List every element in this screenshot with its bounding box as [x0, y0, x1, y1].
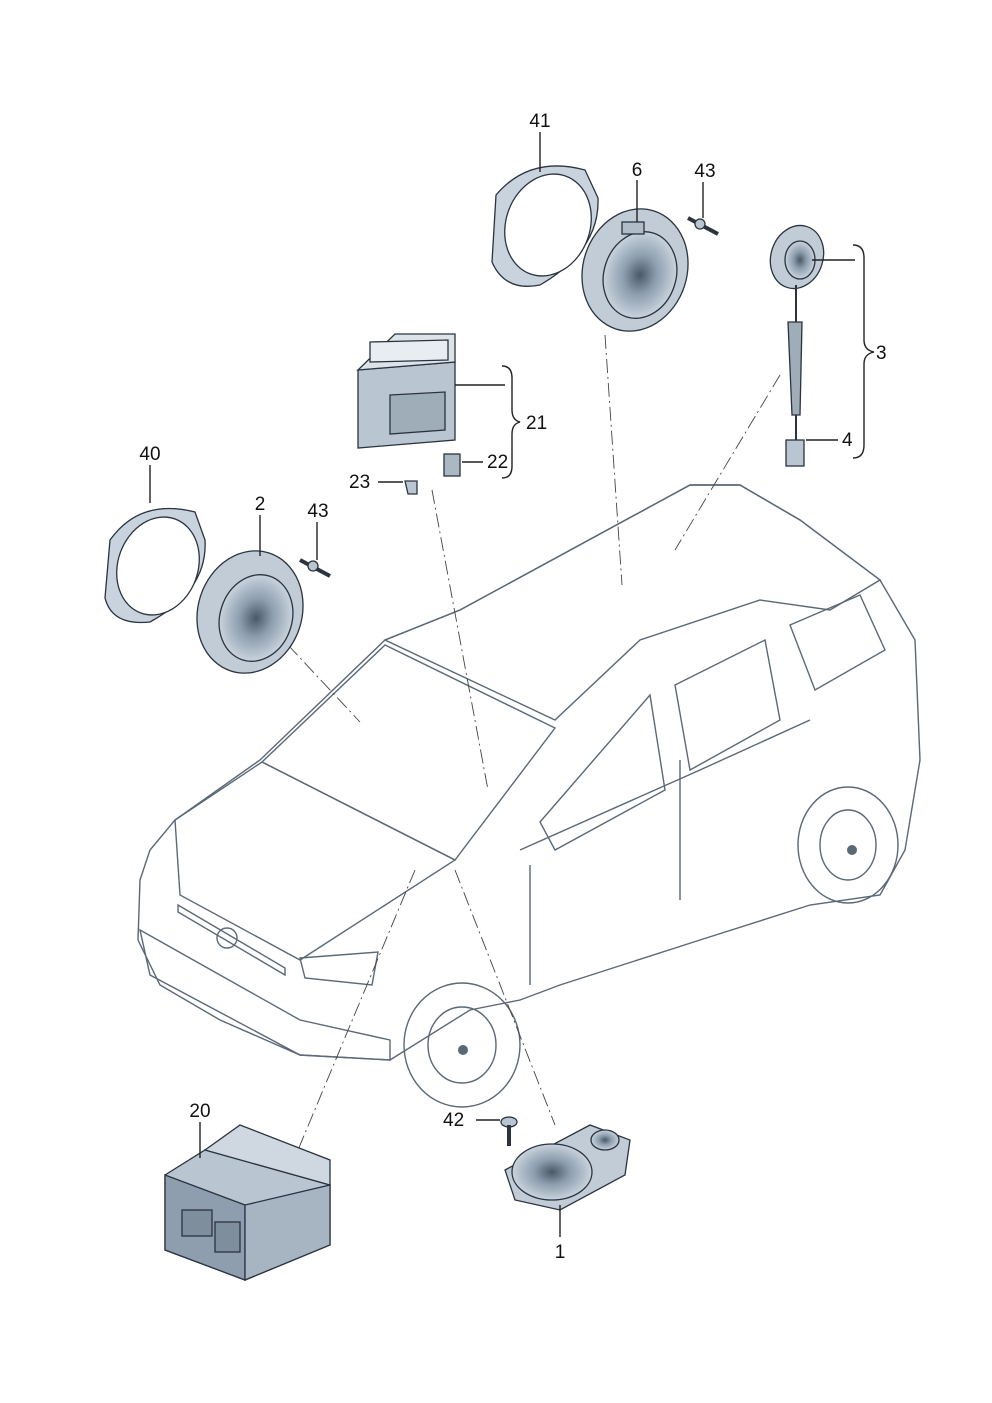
callout-21: 21 [526, 413, 547, 434]
part-4-connector [785, 439, 805, 467]
callout-43-left: 43 [307, 501, 328, 522]
part-21-control-unit [356, 333, 521, 495]
callout-6: 6 [632, 160, 643, 181]
part-20-box [164, 1122, 331, 1281]
part-22-connector [443, 453, 461, 477]
car-hood [174, 761, 457, 961]
car-rear-side-window [674, 638, 781, 772]
car-windscreen [260, 644, 557, 861]
part-43-screw-top [687, 182, 719, 236]
callout-4: 4 [842, 430, 853, 451]
part-43-screw-left [299, 522, 331, 578]
car-front-side-window [539, 693, 666, 851]
car-roof [383, 484, 882, 721]
callout-2: 2 [255, 494, 266, 515]
callout-40: 40 [139, 444, 160, 465]
car-headlight [299, 951, 379, 986]
part-42-screw [476, 1116, 518, 1146]
callout-1: 1 [555, 1242, 566, 1263]
car-front-wheel [403, 982, 521, 1108]
part-23-clip [404, 480, 418, 495]
callout-22: 22 [487, 452, 508, 473]
vw-logo-icon [216, 927, 238, 949]
car-quarter-window [789, 594, 886, 692]
car-rear-wheel [797, 786, 899, 904]
part-6-speaker [581, 180, 689, 332]
vehicle-illustration [137, 484, 921, 1108]
callout-labels: 41 6 43 3 4 21 22 23 40 2 43 20 42 1 [139, 111, 886, 1263]
callout-3: 3 [876, 343, 887, 364]
callout-43-top: 43 [694, 161, 715, 182]
car-grille [177, 903, 286, 977]
brace-21 [501, 365, 521, 479]
car-bumper [138, 928, 391, 1061]
callout-42: 42 [443, 1110, 464, 1131]
callout-41: 41 [529, 111, 550, 132]
callout-23: 23 [349, 472, 370, 493]
car-door-lines [519, 719, 811, 985]
part-2-speaker [196, 515, 304, 674]
part-41-speaker-ring [491, 132, 599, 287]
callout-20: 20 [189, 1101, 210, 1122]
part-1-speaker [504, 1124, 631, 1237]
part-3-tweeter [769, 224, 875, 467]
location-lines [287, 334, 781, 1151]
brace-3 [852, 244, 875, 459]
part-40-speaker-ring [104, 465, 206, 624]
